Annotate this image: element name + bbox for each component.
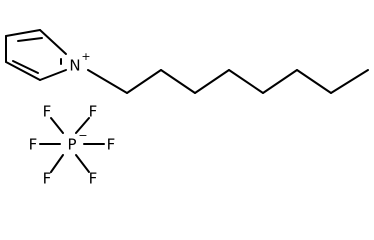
- molecule-svg: N + P − F F F F F: [5, 29, 369, 187]
- fluorine-label-bottom-right: F: [89, 170, 98, 187]
- phosphorus-label: P: [67, 136, 76, 154]
- fluorine-label-top-right: F: [89, 103, 98, 121]
- fluorine-label-right: F: [107, 136, 116, 154]
- chain-bond-7: [296, 69, 332, 94]
- chain-bond-5: [228, 69, 264, 94]
- p-f-bond-top-left: [50, 117, 64, 134]
- fluorine-label-bottom-left: F: [43, 170, 52, 187]
- chain-bond-1: [87, 69, 128, 94]
- fluorine-label-top-left: F: [43, 103, 52, 121]
- pyridinium-ring: N +: [5, 29, 91, 81]
- chain-bond-4: [194, 69, 230, 94]
- ring-bond-c5-c6: [39, 69, 67, 81]
- fluorine-label-left: F: [29, 136, 38, 154]
- ring-double-bond-2: [12, 60, 39, 74]
- ring-bond-n-c2: [39, 29, 67, 55]
- chemical-structure-diagram: N + P − F F F F F: [5, 29, 369, 187]
- chain-bond-3: [160, 69, 196, 94]
- nitrogen-charge-label: +: [81, 50, 90, 63]
- hexafluorophosphate-anion: P − F F F F F F: [29, 103, 116, 187]
- chain-bond-8: [330, 69, 369, 94]
- chain-bond-6: [262, 69, 298, 94]
- ring-bond-c2-c3: [5, 29, 41, 37]
- p-f-bond-bottom-right: [75, 154, 90, 173]
- ring-double-bond-1: [17, 37, 43, 42]
- octyl-chain: [87, 69, 369, 94]
- nitrogen-label: N: [69, 57, 80, 75]
- phosphorus-charge-label: −: [78, 129, 87, 142]
- chain-bond-2: [126, 69, 162, 94]
- ring-bond-c4-c5: [5, 61, 41, 81]
- p-f-bond-top-right: [75, 117, 90, 134]
- p-f-bond-bottom-left: [50, 154, 64, 173]
